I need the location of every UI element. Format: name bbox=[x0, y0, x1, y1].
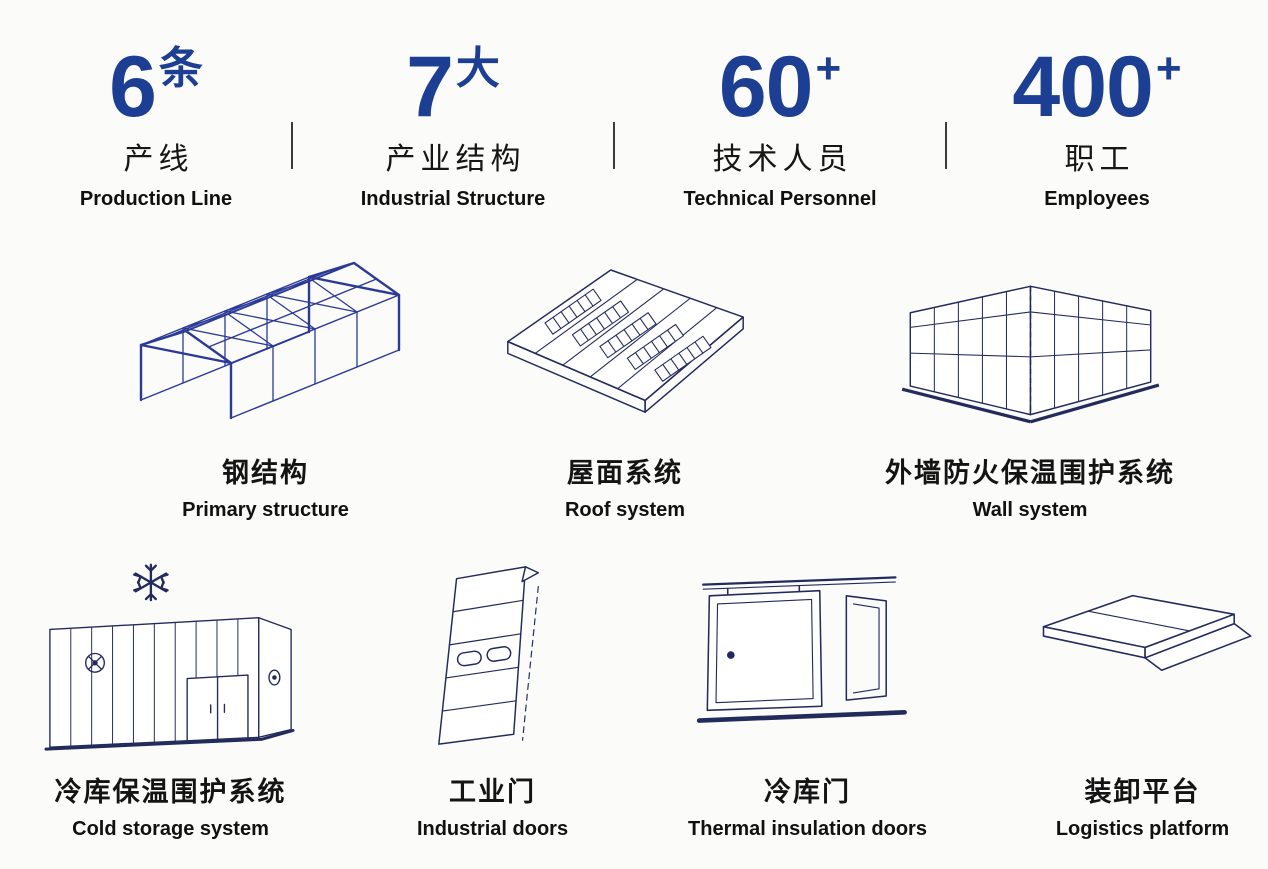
vertical-divider bbox=[291, 122, 293, 169]
product-label-en: Logistics platform bbox=[1055, 818, 1230, 840]
vertical-divider bbox=[613, 122, 615, 169]
stat-number: 60+ bbox=[719, 44, 841, 130]
product-label-zh: 工业门 bbox=[449, 777, 536, 807]
stat-label-zh: 产业结构 bbox=[385, 143, 526, 176]
product-wall-system: 外墙防火保温围护系统 Wall system bbox=[845, 240, 1215, 522]
stat-value: 60 bbox=[718, 39, 814, 135]
product-roof-system: 屋面系统 Roof system bbox=[475, 240, 775, 522]
stat-label-en: Production Line bbox=[79, 188, 233, 210]
stat-label-zh: 职工 bbox=[1064, 143, 1135, 176]
product-steel-structure: 钢结构 Primary structure bbox=[108, 240, 423, 522]
stat-unit: + bbox=[815, 44, 842, 93]
snowflake-icon bbox=[133, 563, 169, 602]
stat-label-en: Technical Personnel bbox=[683, 188, 877, 210]
stat-number: 400+ bbox=[1012, 44, 1181, 130]
product-label-en: Roof system bbox=[564, 499, 686, 521]
product-label-en: Industrial doors bbox=[416, 818, 569, 840]
product-cold-storage-door: 冷库门 Thermal insulation doors bbox=[685, 542, 930, 841]
product-label-zh: 冷库保温围护系统 bbox=[54, 777, 287, 807]
product-label-en: Thermal insulation doors bbox=[688, 818, 927, 840]
product-label-zh: 冷库门 bbox=[764, 777, 851, 807]
stat-label-en: Employees bbox=[1044, 188, 1150, 210]
stat-number: 7大 bbox=[406, 44, 500, 130]
vertical-divider bbox=[945, 122, 947, 169]
cold-storage-icon bbox=[28, 542, 313, 754]
stat-employees: 400+ 职工 Employees bbox=[947, 44, 1247, 211]
stat-value: 6 bbox=[109, 39, 157, 135]
cold-storage-door-icon bbox=[685, 542, 930, 754]
product-label-zh: 装卸平台 bbox=[1084, 777, 1201, 807]
stat-unit: 条 bbox=[158, 44, 203, 93]
product-industrial-door: 工业门 Industrial doors bbox=[400, 542, 585, 841]
steel-structure-icon bbox=[108, 240, 423, 435]
stat-label-zh: 产线 bbox=[123, 143, 194, 176]
stat-label-zh: 技术人员 bbox=[712, 143, 853, 176]
loading-platform-icon bbox=[1020, 542, 1265, 754]
product-label-en: Wall system bbox=[972, 499, 1088, 521]
product-label-zh: 外墙防火保温围护系统 bbox=[885, 458, 1175, 488]
product-label-zh: 屋面系统 bbox=[567, 458, 683, 488]
stat-production-line: 6条 产线 Production Line bbox=[21, 44, 291, 211]
product-label-en: Primary structure bbox=[182, 499, 349, 521]
wall-system-icon bbox=[845, 240, 1215, 435]
roof-system-icon bbox=[475, 240, 775, 435]
stat-value: 7 bbox=[406, 39, 454, 135]
stat-label-en: Industrial Structure bbox=[360, 188, 546, 210]
stats-row: 6条 产线 Production Line 7大 产业结构 Industrial… bbox=[0, 44, 1268, 211]
product-loading-platform: 装卸平台 Logistics platform bbox=[1020, 542, 1265, 841]
stat-technical-personnel: 60+ 技术人员 Technical Personnel bbox=[615, 44, 945, 211]
product-cold-storage: 冷库保温围护系统 Cold storage system bbox=[28, 542, 313, 841]
stat-industrial-structure: 7大 产业结构 Industrial Structure bbox=[293, 44, 613, 211]
stat-value: 400 bbox=[1012, 39, 1153, 135]
stat-unit: + bbox=[1155, 44, 1182, 93]
stat-unit: 大 bbox=[455, 44, 500, 93]
product-label-zh: 钢结构 bbox=[222, 458, 309, 488]
stat-number: 6条 bbox=[109, 44, 203, 130]
industrial-door-icon bbox=[400, 542, 585, 754]
product-label-en: Cold storage system bbox=[72, 818, 269, 840]
